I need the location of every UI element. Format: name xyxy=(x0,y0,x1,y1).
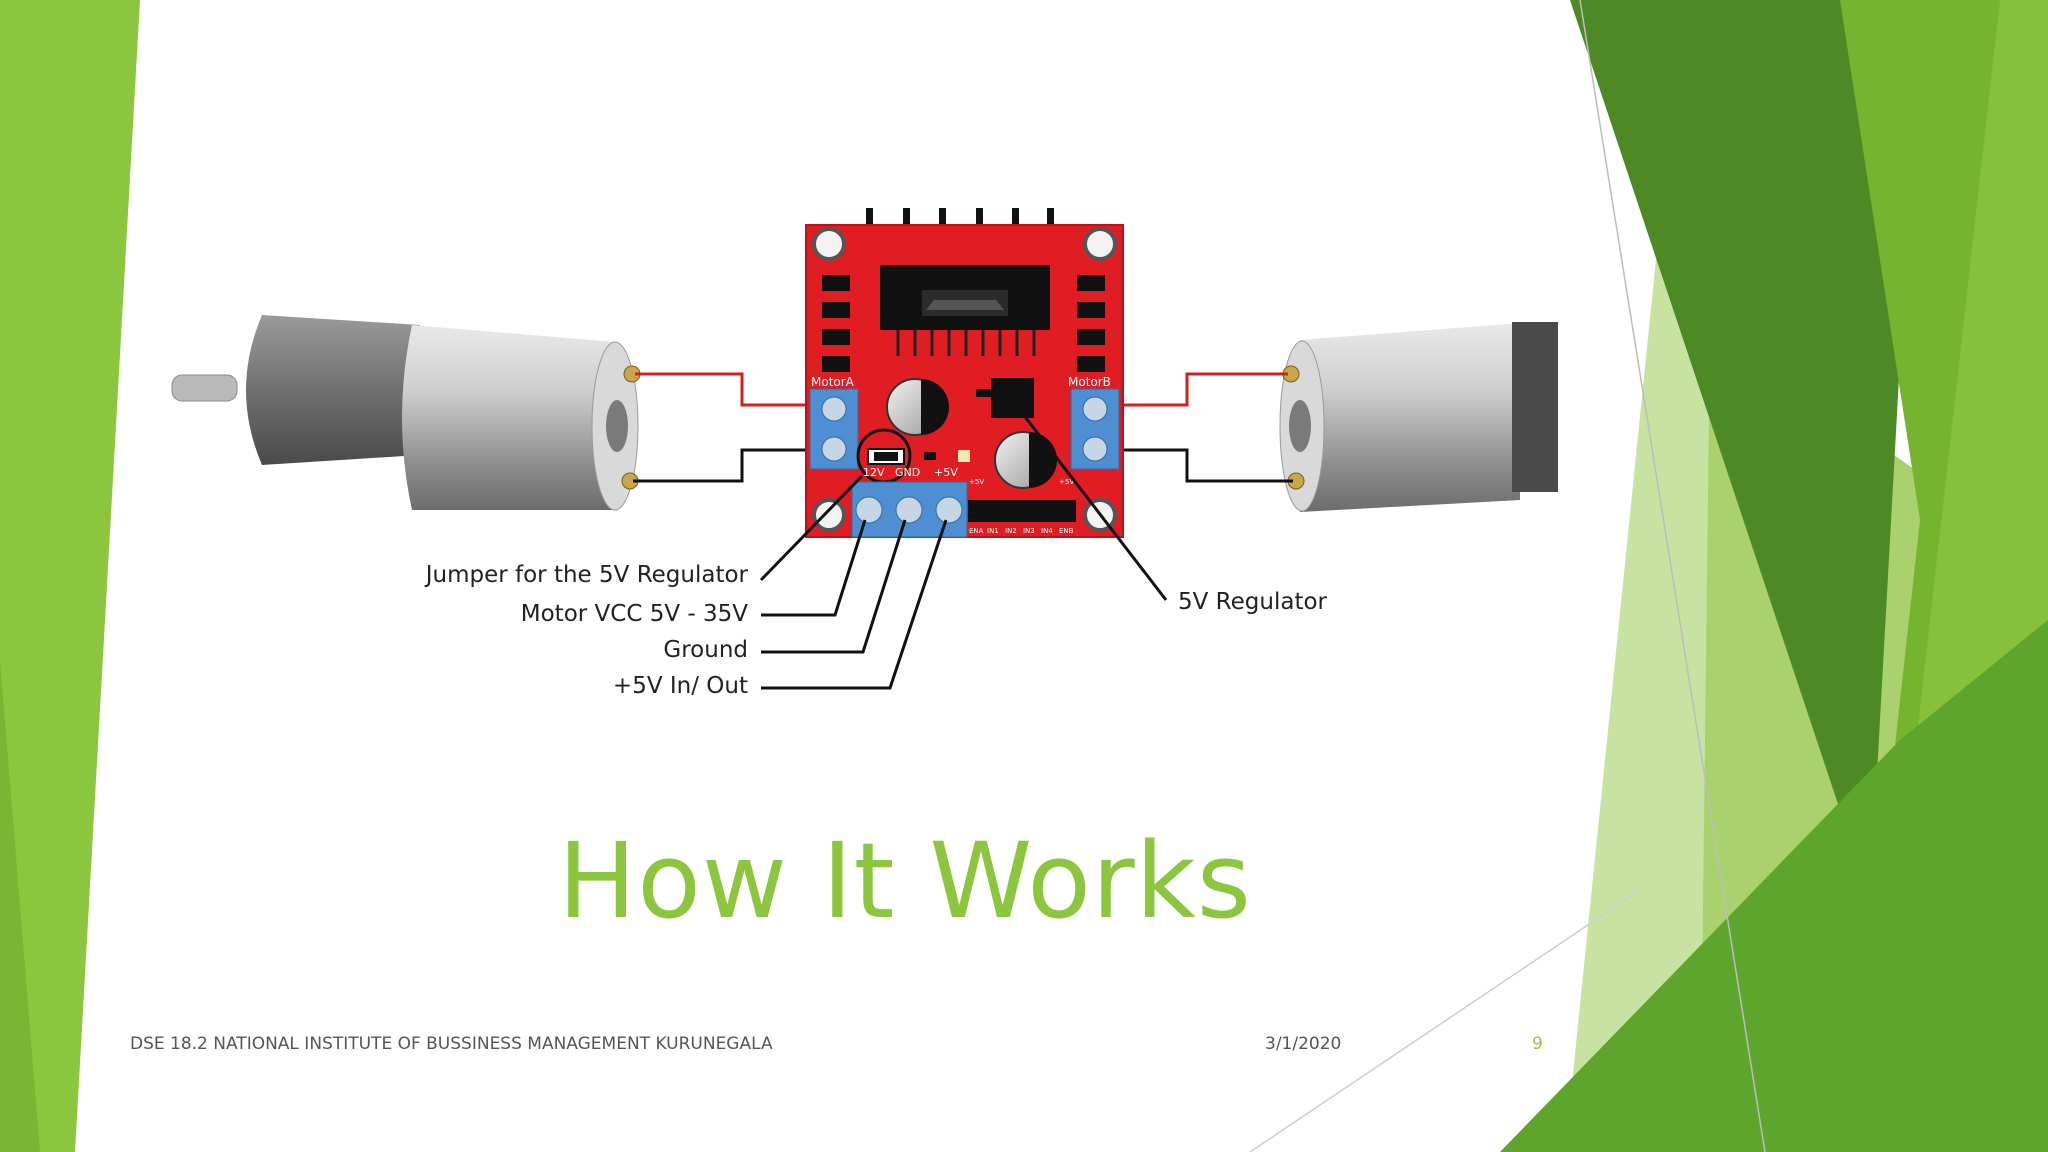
plus5v-leader-line xyxy=(761,519,948,690)
right-motor-body xyxy=(1291,323,1520,512)
header-pin-label: ENA xyxy=(969,527,984,535)
footer-date: 3/1/2020 xyxy=(1265,1034,1342,1054)
callout-leader-lines xyxy=(759,404,1168,690)
callout-ground: Ground xyxy=(663,637,748,663)
right-motor xyxy=(1279,322,1558,512)
jumper-leader-line xyxy=(759,474,864,582)
header-pin-labels: ENA IN1 IN2 IN3 IN4 ENB xyxy=(969,527,1074,535)
left-motor-body xyxy=(402,325,615,510)
left-green-shape xyxy=(0,0,140,1152)
control-pin-header xyxy=(968,500,1076,522)
right-green-shape-bottom xyxy=(1500,620,2048,1152)
motor-a-red-wire xyxy=(635,372,810,407)
slide-title: How It Works xyxy=(558,820,1252,942)
pin-5v-label: +5V xyxy=(934,466,958,479)
callout-jumper-regulator: Jumper for the 5V Regulator xyxy=(425,562,748,588)
ground-leader-line xyxy=(761,519,907,654)
callout-plus5v: +5V In/ Out xyxy=(612,673,748,699)
header-pin-label: IN4 xyxy=(1041,527,1053,535)
header-pin-label: IN2 xyxy=(1005,527,1017,535)
motor-b-label: MotorB xyxy=(1068,375,1111,389)
motor-vcc-leader-line xyxy=(761,519,867,617)
chip-pins xyxy=(896,330,1036,356)
pin-12v-label: 12V xyxy=(863,466,885,479)
l298n-driver-board: MotorA MotorB 12V GND +5V +5V +5V ENA IN… xyxy=(805,208,1124,538)
right-thin-line xyxy=(1579,0,1766,1152)
callout-motor-vcc: Motor VCC 5V - 35V xyxy=(520,601,748,627)
motor-a-black-wire xyxy=(633,448,810,483)
left-motor xyxy=(171,315,641,511)
left-green-shape-dark xyxy=(0,660,40,1152)
header-pin-label: IN1 xyxy=(987,527,999,535)
regulator-leader-line xyxy=(1014,404,1168,601)
left-motor-gearbox xyxy=(246,315,420,465)
left-motor-shaft xyxy=(171,374,238,402)
header-5v-left-label: +5V xyxy=(969,478,984,486)
header-pin-label: IN3 xyxy=(1023,527,1035,535)
header-5v-right-label: +5V xyxy=(1059,478,1074,486)
header-pin-label: ENB xyxy=(1059,527,1074,535)
5v-regulator-chip xyxy=(991,378,1034,418)
motor-b-black-wire xyxy=(1123,448,1293,483)
footer-text: DSE 18.2 NATIONAL INSTITUTE OF BUSSINESS… xyxy=(130,1034,773,1054)
motor-b-red-wire xyxy=(1123,372,1288,407)
callout-5v-regulator: 5V Regulator xyxy=(1178,589,1327,615)
bottom-thin-line xyxy=(1249,889,1641,1152)
right-diodes xyxy=(1077,275,1105,372)
slide-page-number: 9 xyxy=(1532,1034,1543,1054)
right-green-shape-dark xyxy=(1570,0,1920,900)
motor-a-label: MotorA xyxy=(811,375,855,389)
pin-gnd-label: GND xyxy=(895,466,920,479)
left-diodes xyxy=(822,275,850,372)
